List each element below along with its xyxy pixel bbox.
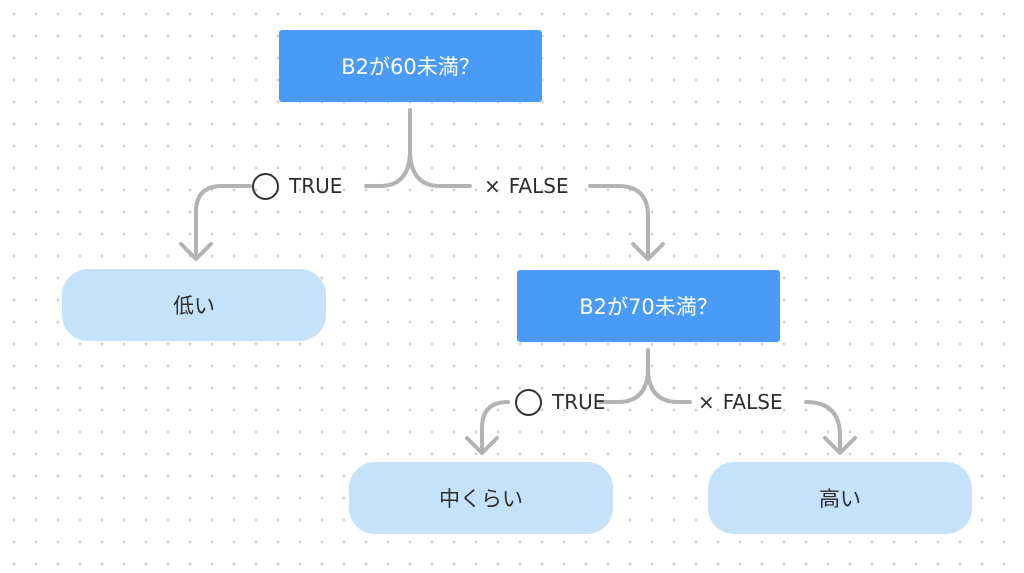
connector-d2-stem-right	[646, 366, 692, 404]
result-node-mid[interactable]: 中くらい	[349, 462, 613, 534]
branch-label-d1-true: TRUE	[252, 172, 342, 200]
connector-d1-stem-right	[408, 148, 472, 188]
arrowhead-d2-true	[465, 436, 499, 455]
branch-label-d1-false: × FALSE	[484, 172, 569, 200]
connector-d2-false	[804, 400, 842, 454]
decision-node-2[interactable]: B2が70未満？	[517, 270, 780, 342]
cross-icon: ×	[698, 390, 715, 414]
branch-label-d2-false-text: FALSE	[722, 390, 783, 414]
arrowhead-d1-false	[631, 242, 665, 261]
circle-icon	[515, 388, 542, 416]
result-node-mid-label: 中くらい	[439, 487, 523, 511]
connector-d1-stem	[364, 108, 412, 188]
decision-node-2-label: B2が70未満？	[579, 295, 718, 319]
circle-icon	[252, 172, 279, 200]
branch-label-d2-true: TRUE	[515, 388, 605, 416]
connector-d1-false	[588, 184, 650, 260]
result-node-high-label: 高い	[819, 487, 861, 511]
arrowhead-d2-false	[823, 436, 857, 455]
branch-label-d2-true-text: TRUE	[552, 390, 606, 414]
branch-label-d1-true-text: TRUE	[289, 174, 343, 198]
decision-node-1-label: B2が60未満？	[341, 55, 480, 79]
cross-icon: ×	[484, 174, 501, 198]
connector-d2-stem	[598, 348, 650, 404]
result-node-low-label: 低い	[173, 294, 215, 318]
connector-d1-true	[194, 184, 252, 260]
branch-label-d1-false-text: FALSE	[508, 174, 569, 198]
branch-label-d2-false: × FALSE	[698, 388, 783, 416]
connector-d2-true	[480, 400, 510, 454]
result-node-high[interactable]: 高い	[708, 462, 972, 534]
decision-node-1[interactable]: B2が60未満？	[279, 30, 542, 102]
result-node-low[interactable]: 低い	[62, 269, 326, 341]
arrowhead-d1-true	[179, 242, 213, 261]
